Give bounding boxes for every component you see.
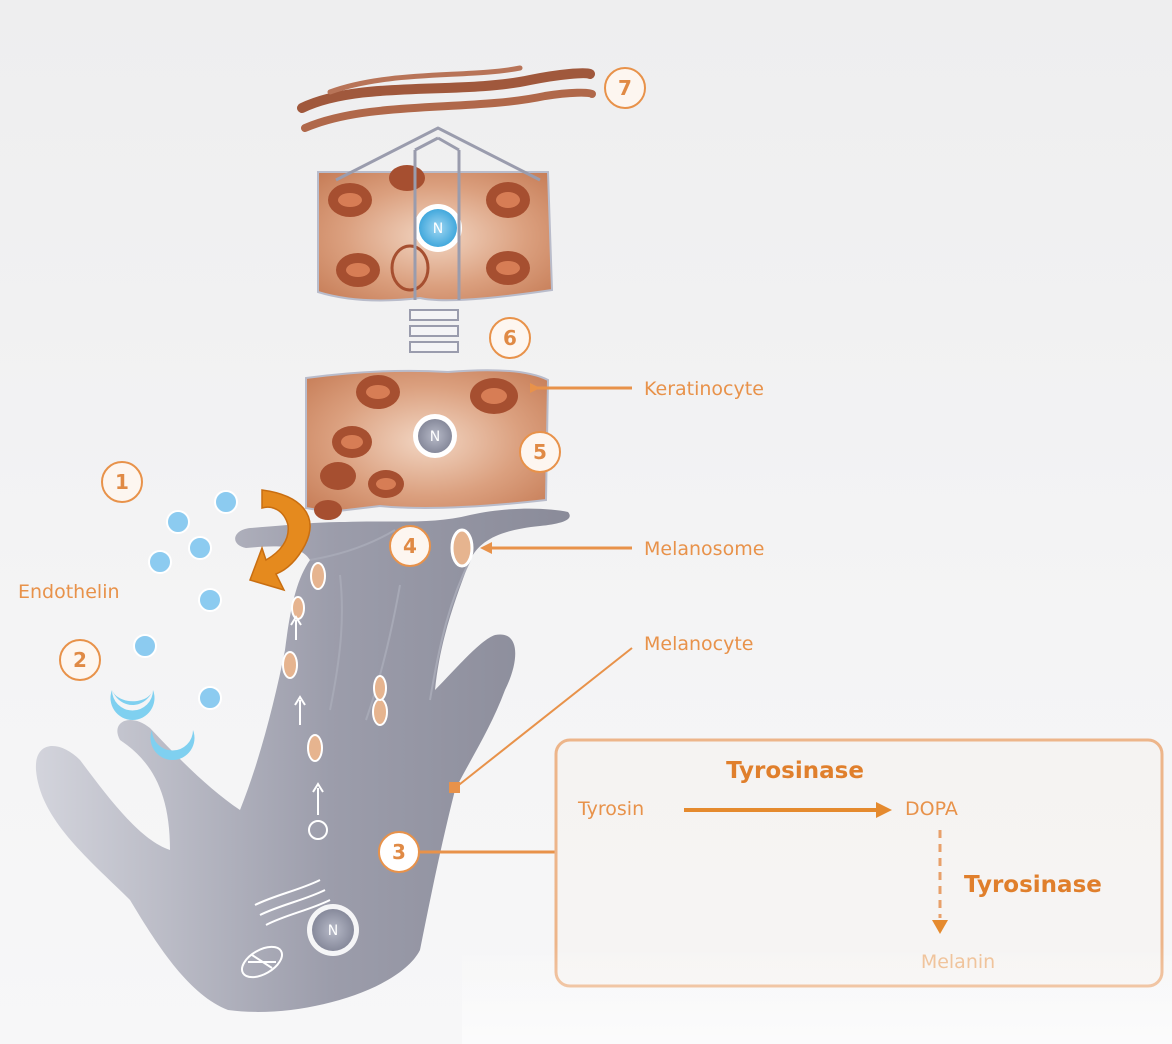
endothelin-molecules — [134, 491, 237, 709]
svg-text:7: 7 — [618, 76, 632, 100]
enzyme-label-side: Tyrosinase — [964, 872, 1102, 898]
nucleus-label-lower: N — [430, 429, 440, 445]
keratinocyte-label: Keratinocyte — [644, 378, 764, 400]
step-2-marker: 2 — [60, 640, 100, 680]
svg-text:6: 6 — [503, 326, 517, 350]
enzyme-label-top: Tyrosinase — [726, 758, 864, 784]
svg-text:5: 5 — [533, 440, 547, 464]
upper-keratinocyte: N — [318, 165, 552, 300]
melanocyte-label: Melanocyte — [644, 633, 754, 655]
nucleus-label-upper: N — [433, 221, 443, 237]
melanosome-label: Melanosome — [644, 538, 764, 560]
step-4-marker: 4 — [390, 526, 430, 566]
intermediate-label: DOPA — [905, 798, 958, 820]
svg-text:3: 3 — [392, 840, 406, 864]
step-3-marker: 3 — [379, 832, 419, 872]
step-7-marker: 7 — [605, 68, 645, 108]
lower-keratinocyte: N — [306, 370, 548, 520]
stratum-corneum — [302, 68, 592, 128]
step-1-marker: 1 — [102, 462, 142, 502]
labeled-melanosome — [452, 530, 472, 566]
step-5-marker: 5 — [520, 432, 560, 472]
melanocyte-nucleus-label: N — [328, 923, 338, 939]
keratinocyte-ladder — [410, 310, 458, 352]
tyrosinase-pathway-box: Tyrosinase Tyrosin DOPA Tyrosinase Melan… — [462, 740, 1172, 1044]
svg-text:1: 1 — [115, 470, 129, 494]
product-label: Melanin — [921, 951, 995, 973]
substrate-label: Tyrosin — [577, 798, 644, 820]
step-6-marker: 6 — [490, 318, 530, 358]
endothelin-label: Endothelin — [18, 581, 120, 603]
svg-text:2: 2 — [73, 648, 87, 672]
svg-text:4: 4 — [403, 534, 417, 558]
